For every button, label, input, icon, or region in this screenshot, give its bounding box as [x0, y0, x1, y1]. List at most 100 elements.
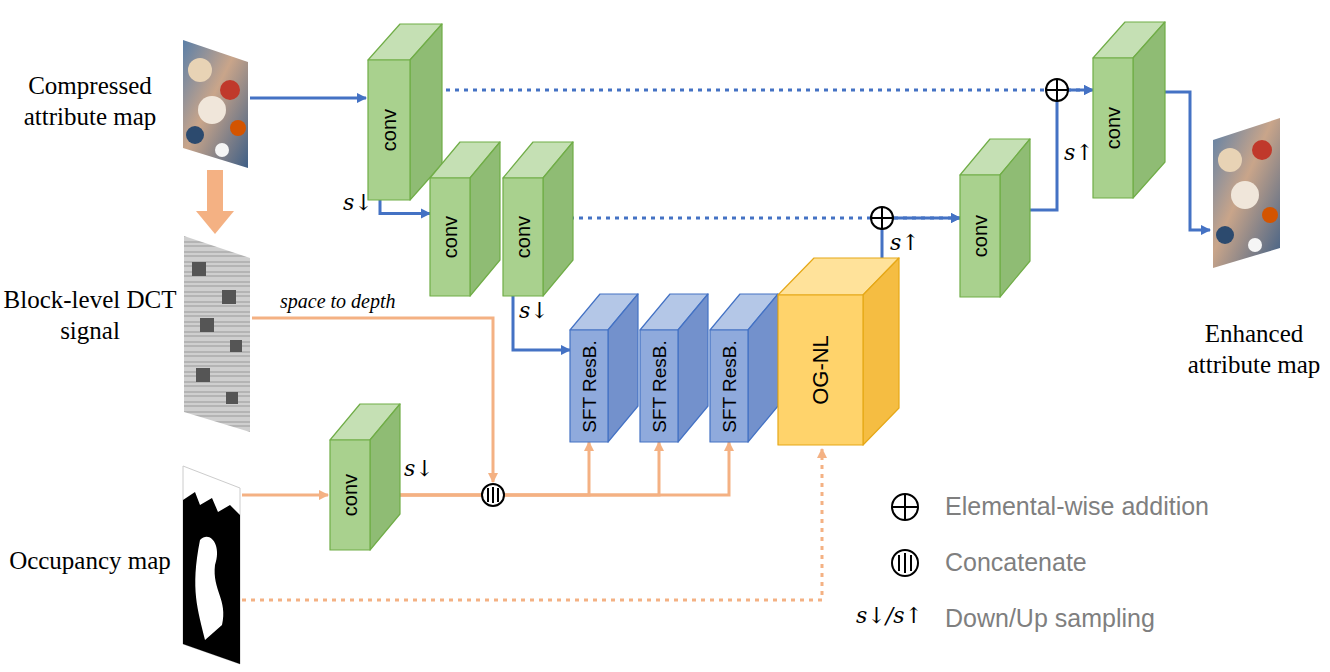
legend-concatenate-symbol-part	[899, 553, 911, 573]
conv-block: conv	[368, 60, 410, 200]
enhanced-map-image-part-part	[1216, 226, 1234, 244]
label-holder: Occupancy map	[2, 545, 178, 576]
label-holder: space to depth	[280, 290, 396, 313]
block-label: conv	[340, 474, 360, 516]
sampling-mark: s↓	[519, 298, 549, 324]
compressed-map-image-part	[186, 58, 246, 157]
input-title: Block-level DCT signal	[2, 284, 178, 347]
sft-resblock: SFT ResB.	[710, 330, 748, 442]
dct-signal-image-part	[184, 236, 250, 432]
label-holder: s↓	[343, 190, 373, 216]
cube-side	[470, 142, 500, 296]
compressed-map-image-part-part	[188, 58, 212, 82]
occupancy-map-image	[183, 466, 240, 664]
enhanced-map-image-part-part	[1218, 148, 1242, 172]
dct-signal-image	[184, 236, 250, 432]
concatenate-symbol-part	[488, 487, 498, 503]
enhanced-map-image	[1213, 118, 1280, 268]
label-holder: s↑	[1064, 140, 1094, 166]
legend-addition-symbol	[892, 494, 918, 520]
label-holder: s↓	[404, 456, 434, 482]
enhanced-map-image-part-part	[1252, 140, 1272, 160]
occupancy-map-image-part	[183, 466, 240, 664]
dct-signal-image-part-part	[226, 392, 238, 404]
operation-note: space to depth	[280, 290, 396, 313]
legend-addition-symbol-part	[892, 494, 918, 520]
label-holder: s↓/s↑	[856, 603, 923, 629]
cube-front	[503, 178, 543, 296]
block-label: conv	[379, 109, 399, 151]
input-title: Occupancy map	[2, 545, 178, 576]
label-holder: Compressed attribute map	[2, 70, 178, 133]
label-holder: Block-level DCT signal	[2, 284, 178, 347]
sft-resblock: SFT ResB.	[640, 330, 678, 442]
enhanced-map-image-part	[1216, 140, 1278, 252]
dct-signal-image-part-part	[196, 368, 210, 382]
legend-text: Down/Up sampling	[945, 603, 1155, 633]
label-holder: Enhanced attribute map	[1180, 318, 1328, 381]
data-flow-lines-part	[250, 97, 366, 100]
enhanced-map-image-part-part	[1248, 238, 1262, 252]
cube-side	[608, 294, 638, 442]
block-label: conv	[1103, 107, 1123, 149]
cube-side	[370, 404, 400, 550]
cube-front	[368, 60, 410, 200]
dct-signal-image-part-part	[200, 318, 214, 332]
conv-block: conv	[503, 178, 543, 296]
concatenate-symbol-part	[482, 484, 504, 506]
connector-arrow	[370, 442, 659, 495]
dct-signal-image-part	[192, 262, 242, 404]
compressed-map-image	[183, 40, 248, 168]
block-cube	[777, 257, 900, 446]
connector-arrow	[370, 442, 589, 495]
legend-addition-symbol-part	[892, 494, 918, 520]
og-nl-block: OG-NL	[778, 295, 863, 445]
sft-resblock: SFT ResB.	[570, 330, 608, 442]
block-label: SFT ResB.	[720, 340, 739, 433]
addition-symbol	[1046, 79, 1068, 101]
compressed-map-image-part-part	[198, 96, 226, 124]
block-label: OG-NL	[810, 335, 832, 405]
cube-side	[1133, 22, 1165, 198]
conv-block: conv	[430, 178, 470, 296]
data-flow-lines-part	[242, 494, 328, 497]
occupancy-map-image-part-part	[195, 537, 223, 640]
data-flow-lines-part	[242, 449, 822, 600]
compressed-map-image-part-part	[230, 120, 246, 136]
cube-front	[1093, 58, 1133, 198]
compressed-map-image-part-part	[220, 80, 240, 100]
cube-side	[1000, 139, 1030, 297]
legend-row: Concatenate	[945, 547, 1087, 577]
connector-arrow	[513, 296, 570, 350]
cube-front	[640, 330, 678, 442]
transform-arrow-part	[196, 211, 234, 234]
concatenate-symbol	[482, 484, 504, 506]
sampling-mark: s↓	[343, 190, 373, 216]
block-label: conv	[440, 216, 460, 258]
cube-side	[863, 258, 899, 445]
addition-symbol-part	[1046, 79, 1068, 101]
cube-front	[570, 330, 608, 442]
enhanced-map-image-part-part	[1262, 207, 1278, 223]
transform-arrow	[196, 170, 234, 234]
dct-signal-image-part-part	[192, 262, 206, 276]
label-holder: s↑	[890, 230, 920, 256]
legend-sample: s↓/s↑	[856, 603, 923, 629]
cube-side	[678, 294, 708, 442]
cube-front	[710, 330, 748, 442]
enhanced-map-image-part	[1213, 118, 1280, 268]
input-title: Compressed attribute map	[2, 70, 178, 133]
compressed-map-image-part-part	[186, 126, 204, 144]
cube-side	[748, 294, 778, 442]
legend-text: Elemental-wise addition	[945, 491, 1209, 521]
legend-concatenate-symbol	[892, 550, 918, 576]
conv-block: conv	[960, 175, 1000, 297]
enhanced-map-image-part-part	[1231, 181, 1259, 209]
output-title: Enhanced attribute map	[1180, 318, 1328, 381]
connector-arrow	[370, 442, 729, 495]
legend-row: Elemental-wise addition	[945, 491, 1209, 521]
legend-text: Concatenate	[945, 547, 1087, 577]
sampling-mark: s↓	[404, 456, 434, 482]
cube-front	[778, 295, 863, 445]
